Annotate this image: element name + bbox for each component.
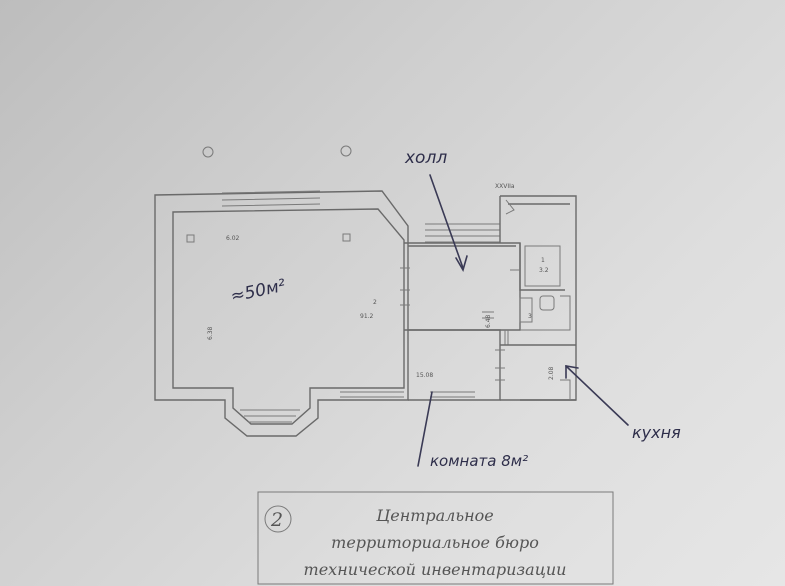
room-1-area: 3.2 — [539, 267, 549, 274]
room-arrow — [417, 391, 433, 467]
corridor-dimension: 6.48 — [485, 314, 492, 328]
stamp-line-1: Центральное — [375, 506, 493, 525]
room-annotation: комната 8м² — [430, 452, 528, 470]
section-label: XXVIIa — [495, 183, 515, 190]
kitchen-annotation: кухня — [632, 423, 681, 442]
room-2-area: 91.2 — [360, 313, 374, 320]
hall-annotation: холл — [404, 148, 447, 168]
main-room-walls — [154, 190, 409, 437]
hall-walls — [400, 223, 521, 331]
room-2-number: 2 — [373, 299, 377, 306]
bti-stamp: 2 Центральное территориальное бюро техни… — [257, 491, 614, 585]
lower-rooms — [408, 329, 576, 401]
room-1-number: 1 — [541, 257, 545, 264]
room-3-number: 3 — [528, 313, 532, 320]
kitchen-dimension: 2.08 — [548, 366, 555, 380]
room-width-dimension: 15.08 — [416, 372, 433, 379]
main-area-annotation: ≈50м² — [229, 276, 288, 307]
column-marker — [340, 145, 352, 157]
kitchen-arrow-head — [565, 365, 579, 379]
main-width-dimension: 6.02 — [226, 235, 240, 242]
column-marker — [202, 146, 214, 158]
hall-arrow-head — [455, 255, 468, 273]
stamp-line-3: технической инвентаризации — [304, 560, 567, 579]
stamp-number: 2 — [270, 509, 283, 531]
main-height-dimension: 6.38 — [207, 326, 214, 340]
kitchen-arrow — [565, 365, 629, 426]
stamp-line-2: территориальное бюро — [331, 533, 539, 552]
utility-rooms — [499, 195, 577, 401]
hall-arrow — [429, 174, 464, 269]
